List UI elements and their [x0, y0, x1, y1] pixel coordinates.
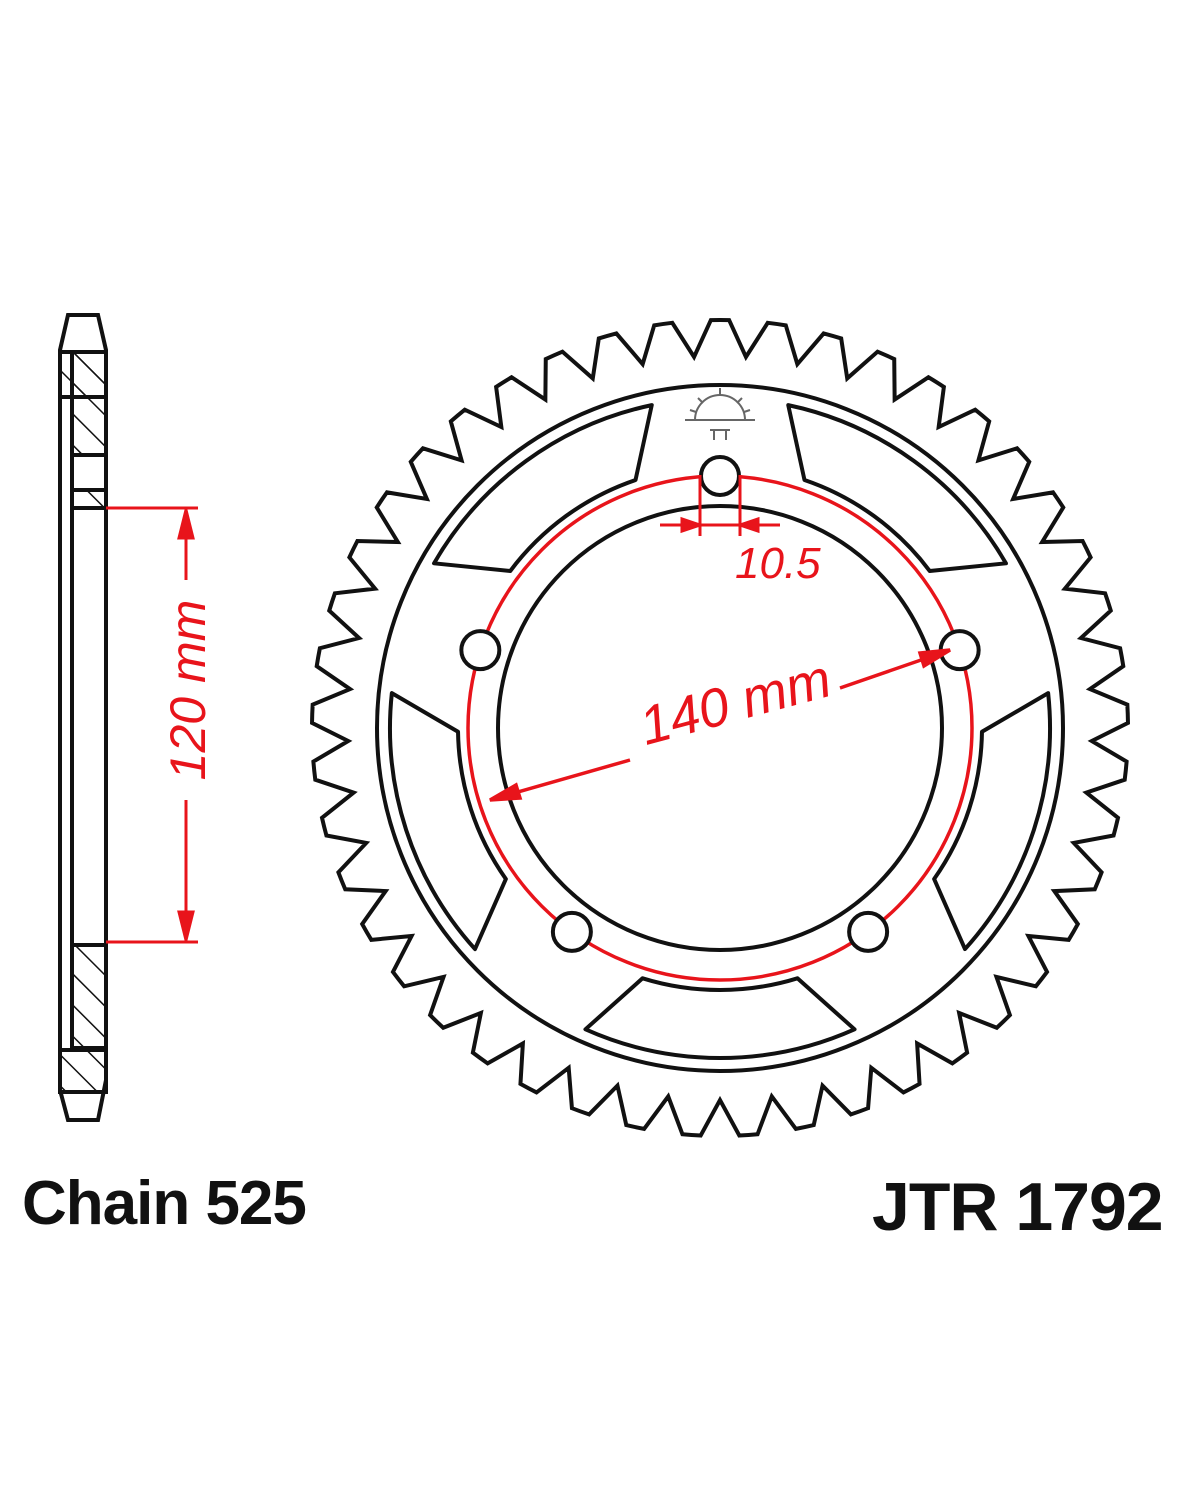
lightening-cutout [432, 403, 654, 574]
part-number-label: JTR 1792 [872, 1169, 1164, 1245]
lightening-cutout [583, 976, 857, 1060]
center-bore [496, 504, 944, 952]
bolt-hole [459, 629, 502, 672]
hole-diameter-dimension [660, 475, 780, 536]
lightening-cutout [932, 691, 1052, 952]
bolt-circle-dimension [489, 648, 951, 802]
bolt-hole [699, 455, 741, 497]
outer-ring [375, 383, 1065, 1073]
arrow-down-icon [177, 910, 195, 941]
hole-diameter-label: 10.5 [735, 539, 821, 588]
sun-logo-icon [685, 388, 755, 440]
arrow-up-icon [177, 509, 195, 540]
sprocket-front-view [310, 318, 1130, 1138]
lightening-cutout [786, 403, 1008, 574]
chain-size-label: Chain 525 [22, 1169, 307, 1238]
lightening-cutout [388, 691, 508, 952]
side-profile-view [58, 313, 108, 1122]
bolt-hole [550, 910, 593, 953]
height-dimension-label: 120 mm [160, 600, 216, 781]
bolt-hole [847, 910, 890, 953]
height-dimension [106, 506, 198, 944]
